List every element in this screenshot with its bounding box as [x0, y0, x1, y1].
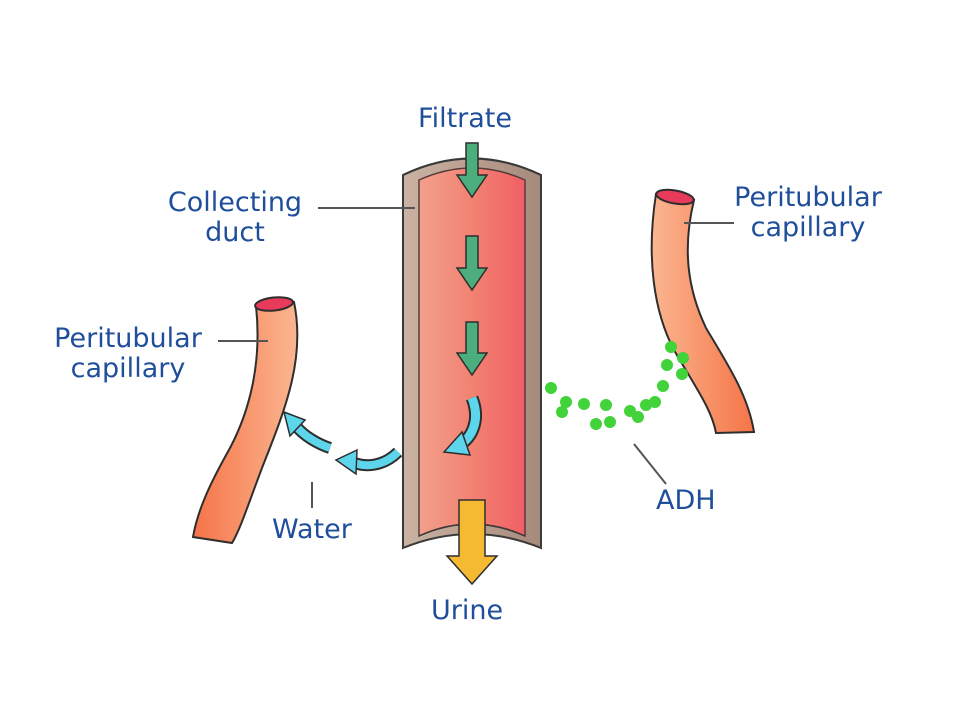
- label-peritubular-right-line2: capillary: [750, 212, 866, 243]
- label-urine: Urine: [431, 595, 504, 626]
- urine-arrow: [445, 499, 499, 586]
- dot-icon: [560, 396, 572, 408]
- label-peritubular-capillary-right: Peritubular capillary: [720, 183, 896, 243]
- capillary-opening-left: [254, 296, 294, 312]
- dot-icon: [676, 368, 688, 380]
- peritubular-capillary-left: [191, 296, 299, 545]
- dot-icon: [632, 411, 644, 423]
- label-water: Water: [272, 514, 352, 545]
- dot-icon: [556, 406, 568, 418]
- dot-icon: [545, 382, 557, 394]
- dot-icon: [665, 341, 677, 353]
- label-peritubular-capillary-left: Peritubular capillary: [40, 324, 216, 384]
- label-adh: ADH: [656, 485, 716, 516]
- label-peritubular-left-line2: capillary: [70, 353, 186, 384]
- arrow-down-icon: [445, 499, 499, 586]
- dot-icon: [677, 352, 689, 364]
- water-arrows: [282, 410, 403, 476]
- label-collecting-duct-line2: duct: [205, 217, 265, 248]
- label-peritubular-right-line1: Peritubular: [734, 182, 882, 213]
- dot-icon: [590, 418, 602, 430]
- label-collecting-duct-line1: Collecting: [167, 187, 303, 218]
- arrow-down-icon: [455, 321, 489, 377]
- peritubular-capillary-right: [650, 188, 756, 435]
- label-collecting-duct: Collecting duct: [160, 188, 310, 248]
- filtrate-curved-arrow: [442, 395, 482, 456]
- curved-arrow-head: [442, 430, 472, 456]
- dot-icon: [649, 396, 661, 408]
- arrow-down-icon: [455, 142, 489, 199]
- curved-arrow-left-icon: [292, 423, 332, 452]
- leader-lines: [218, 207, 734, 508]
- dot-icon: [657, 380, 669, 392]
- dot-icon: [578, 398, 590, 410]
- arrow-down-icon: [455, 235, 489, 292]
- capillary-opening-right: [655, 188, 695, 206]
- dot-icon: [604, 416, 616, 428]
- adh-molecules: [545, 341, 689, 430]
- label-filtrate: Filtrate: [418, 103, 512, 134]
- dot-icon: [600, 399, 612, 411]
- dot-icon: [661, 359, 673, 371]
- leader-adh: [633, 443, 667, 485]
- label-peritubular-left-line1: Peritubular: [54, 323, 202, 354]
- capillary-body-left: [191, 300, 299, 545]
- capillary-body-right: [650, 192, 756, 435]
- filtrate-arrows: [455, 142, 489, 377]
